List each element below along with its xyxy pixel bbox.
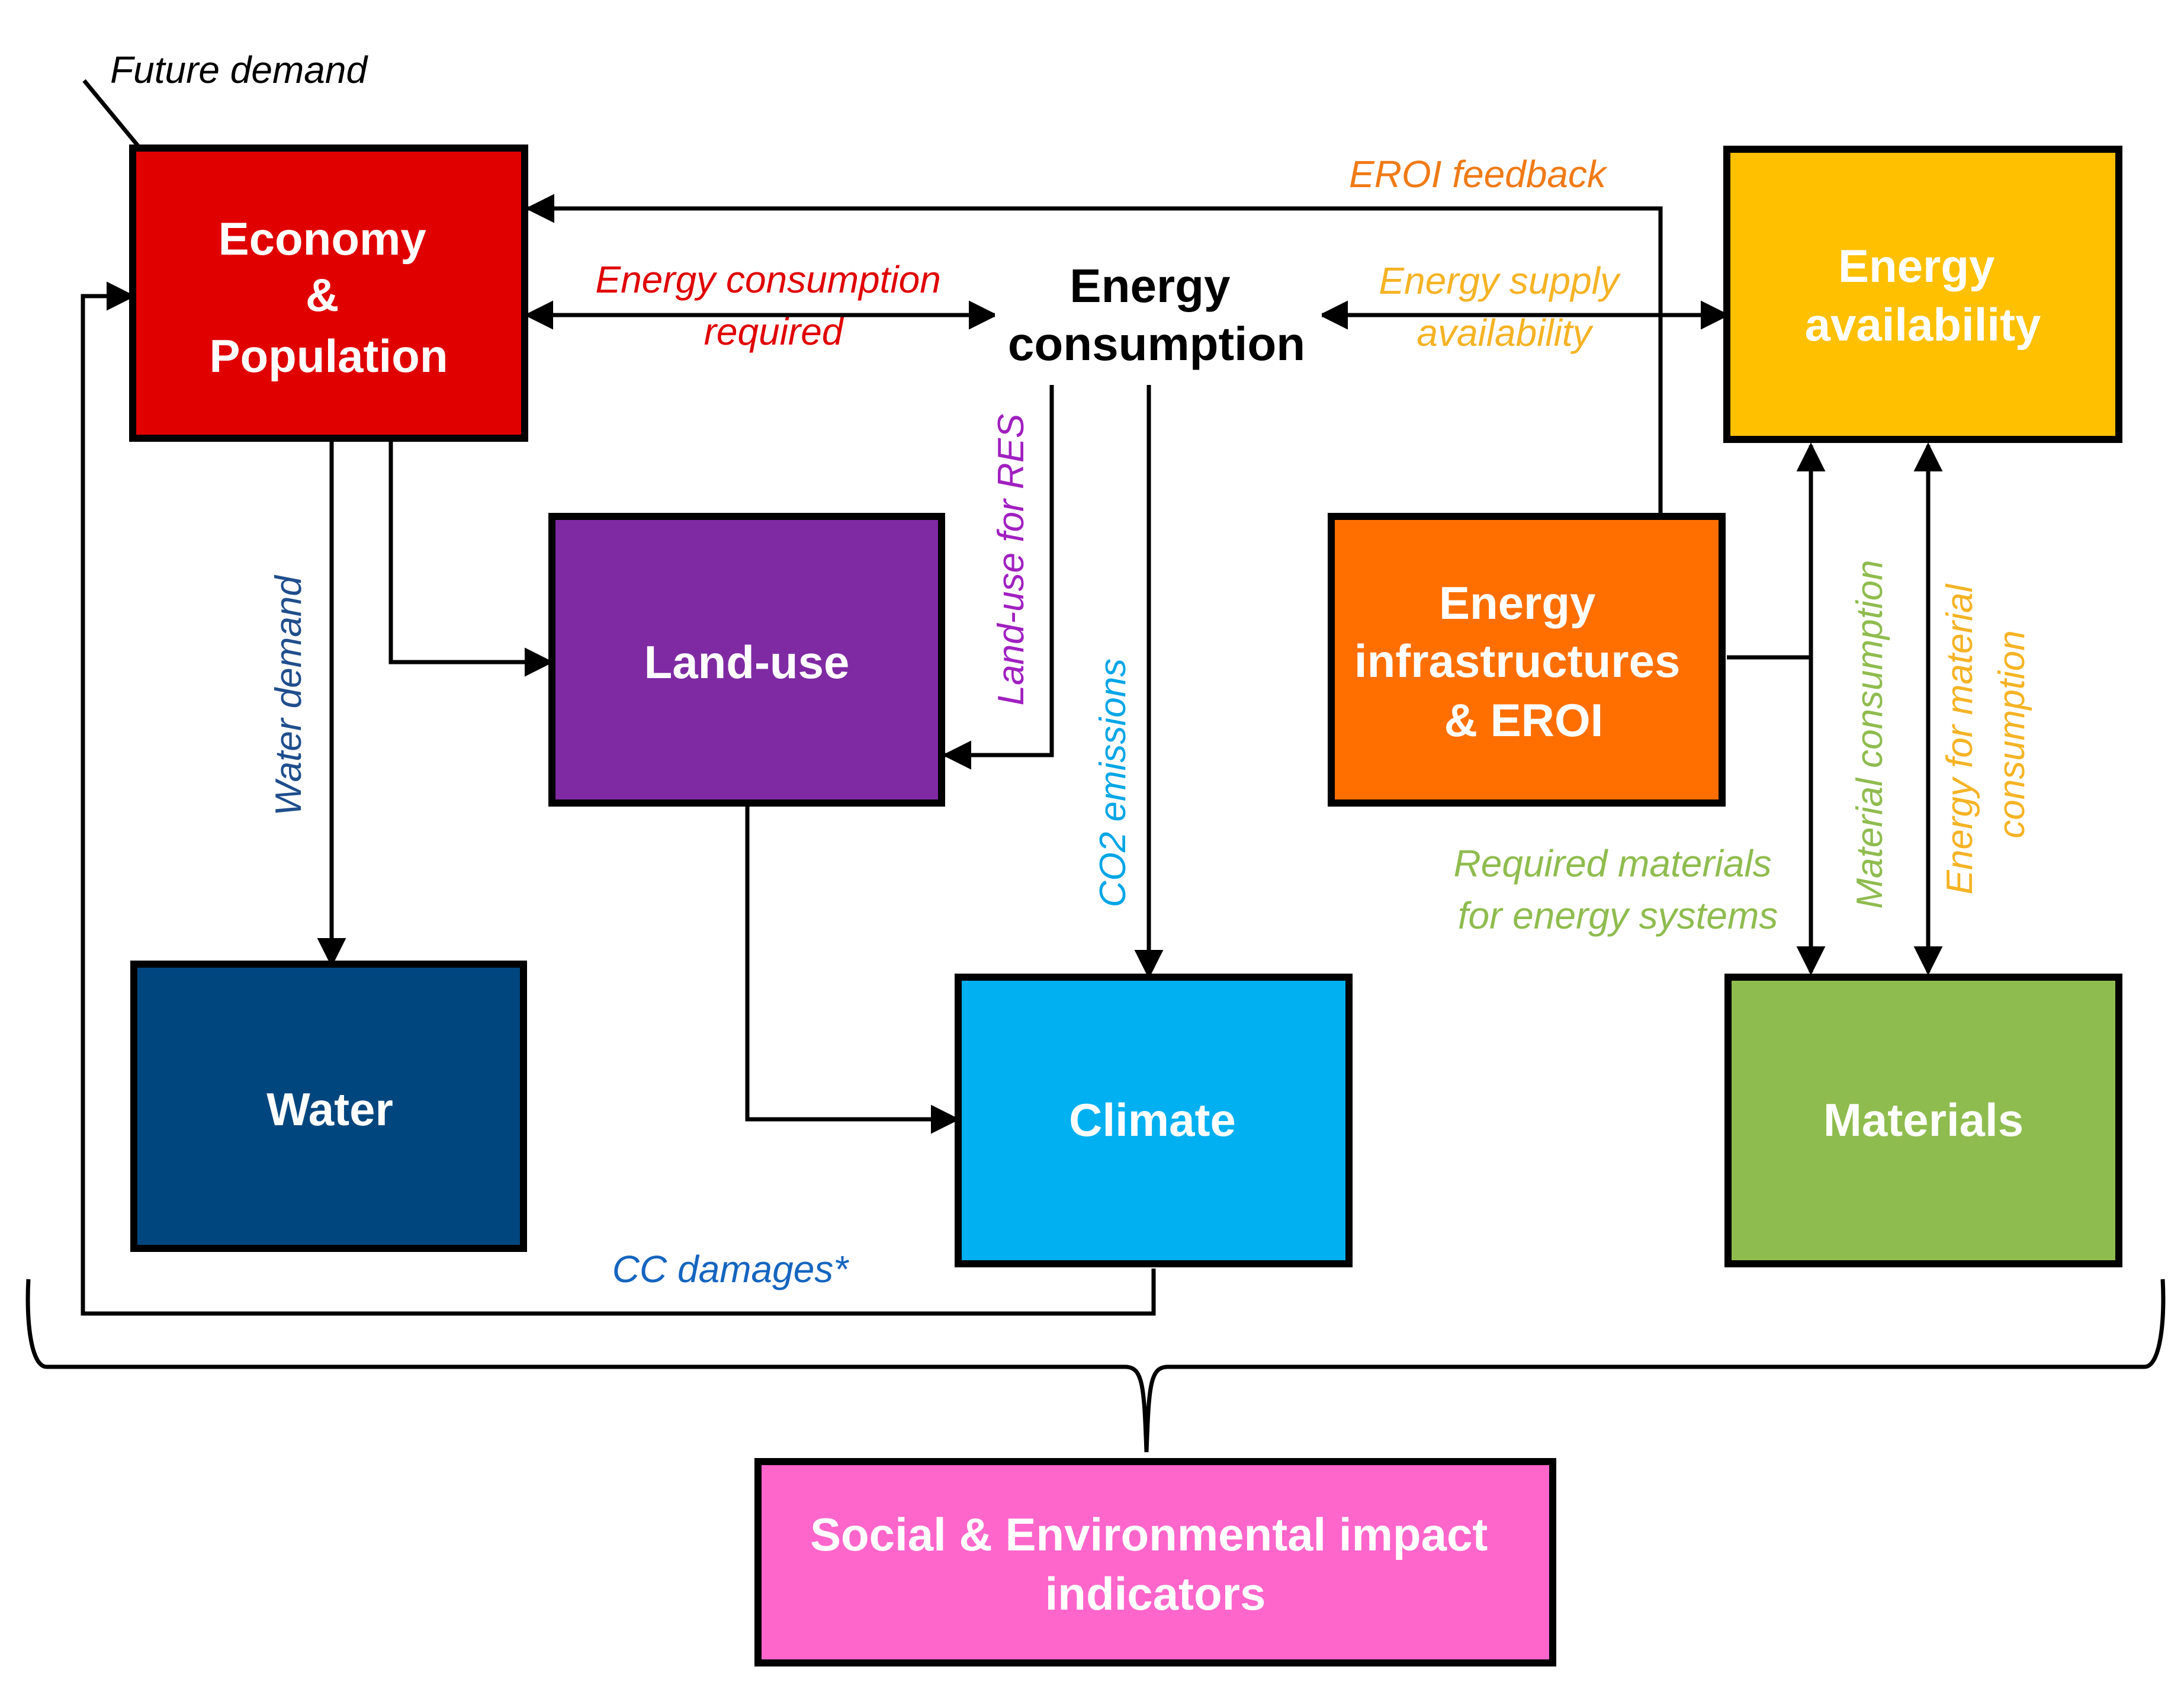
water-line-1: Water	[266, 1083, 393, 1135]
energy-consumption-line-2: consumption	[1008, 317, 1305, 370]
svg-text:Materials: Materials	[1823, 1094, 2024, 1146]
impact-line-2: indicators	[1045, 1568, 1266, 1620]
land-use-for-res-arrow	[942, 385, 1054, 770]
land-use-for-res-label: Land-use for RES	[991, 414, 1032, 706]
eroi-feedback-arrow	[525, 194, 1663, 514]
infrastructures-line-3: & EROI	[1444, 694, 1604, 746]
svg-text:Climate: Climate	[1069, 1094, 1236, 1146]
water-demand-label: Water demand	[268, 574, 309, 816]
infrastructures-line-2: infrastructures	[1354, 635, 1681, 687]
economy-line-1: Economy	[219, 213, 426, 265]
impact-line-1: Social & Environmental impact	[810, 1508, 1488, 1560]
svg-text:Water: Water	[266, 1083, 393, 1135]
energy-for-material-label: Energy for material consumption	[1939, 574, 2032, 895]
energy-infrastructures-box: Energy infrastructures & EROI	[1328, 513, 1726, 807]
economy-line-2: &	[306, 269, 339, 321]
energy-availability-line-1: Energy	[1838, 240, 1994, 292]
cc-damages-label: CC damages*	[612, 1248, 850, 1290]
required-materials-label: Required materials for energy systems	[1454, 842, 1782, 937]
co2-emissions-label: CO2 emissions	[1093, 659, 1133, 907]
energy-consumption-node: Energy consumption	[995, 255, 1322, 385]
infrastructures-line-1: Energy	[1439, 577, 1595, 629]
grouping-brace	[25, 1279, 2166, 1453]
svg-text:Social & Environmental impact: Social & Environmental impact indicators	[810, 1508, 1501, 1620]
economy-to-land-use-arrow	[388, 441, 554, 677]
svg-text:Economy & Populati: Economy & Population	[210, 213, 448, 382]
energy-availability-line-2: availability	[1805, 298, 2041, 351]
energy-availability-box: Energy availability	[1723, 146, 2122, 443]
energy-consumption-required-label: Energy consumption required	[595, 258, 951, 353]
materials-box: Materials	[1724, 974, 2122, 1267]
materials-line-1: Materials	[1823, 1094, 2024, 1146]
eroi-feedback-label: EROI feedback	[1349, 153, 1608, 195]
future-demand-label: Future demand	[110, 49, 368, 91]
svg-text:Energy availability: Energy availability	[1805, 240, 2041, 351]
climate-line-1: Climate	[1069, 1094, 1236, 1146]
svg-text:Energy infrastructures: Energy infrastructures & EROI	[1354, 577, 1693, 746]
cc-damages-arrow	[81, 281, 1156, 1316]
energy-supply-availability-label: Energy supply availability	[1379, 259, 1629, 354]
land-use-box: Land-use	[548, 513, 945, 807]
land-use-line-1: Land-use	[644, 636, 850, 688]
water-box: Water	[130, 961, 527, 1252]
svg-text:Land-use: Land-use	[644, 636, 850, 688]
impact-indicators-box: Social & Environmental impact indicators	[754, 1458, 1556, 1666]
energy-consumption-line-1: Energy	[1069, 259, 1231, 312]
material-consumption-label: Material consumption	[1849, 560, 1890, 908]
svg-text:Energy consumption: Energy consumption	[1008, 259, 1305, 370]
economy-line-3: Population	[210, 330, 448, 382]
economy-population-box: Economy & Population	[129, 145, 528, 442]
connectors	[25, 79, 2166, 1453]
land-use-to-climate-arrow	[745, 805, 960, 1134]
climate-box: Climate	[955, 974, 1353, 1267]
